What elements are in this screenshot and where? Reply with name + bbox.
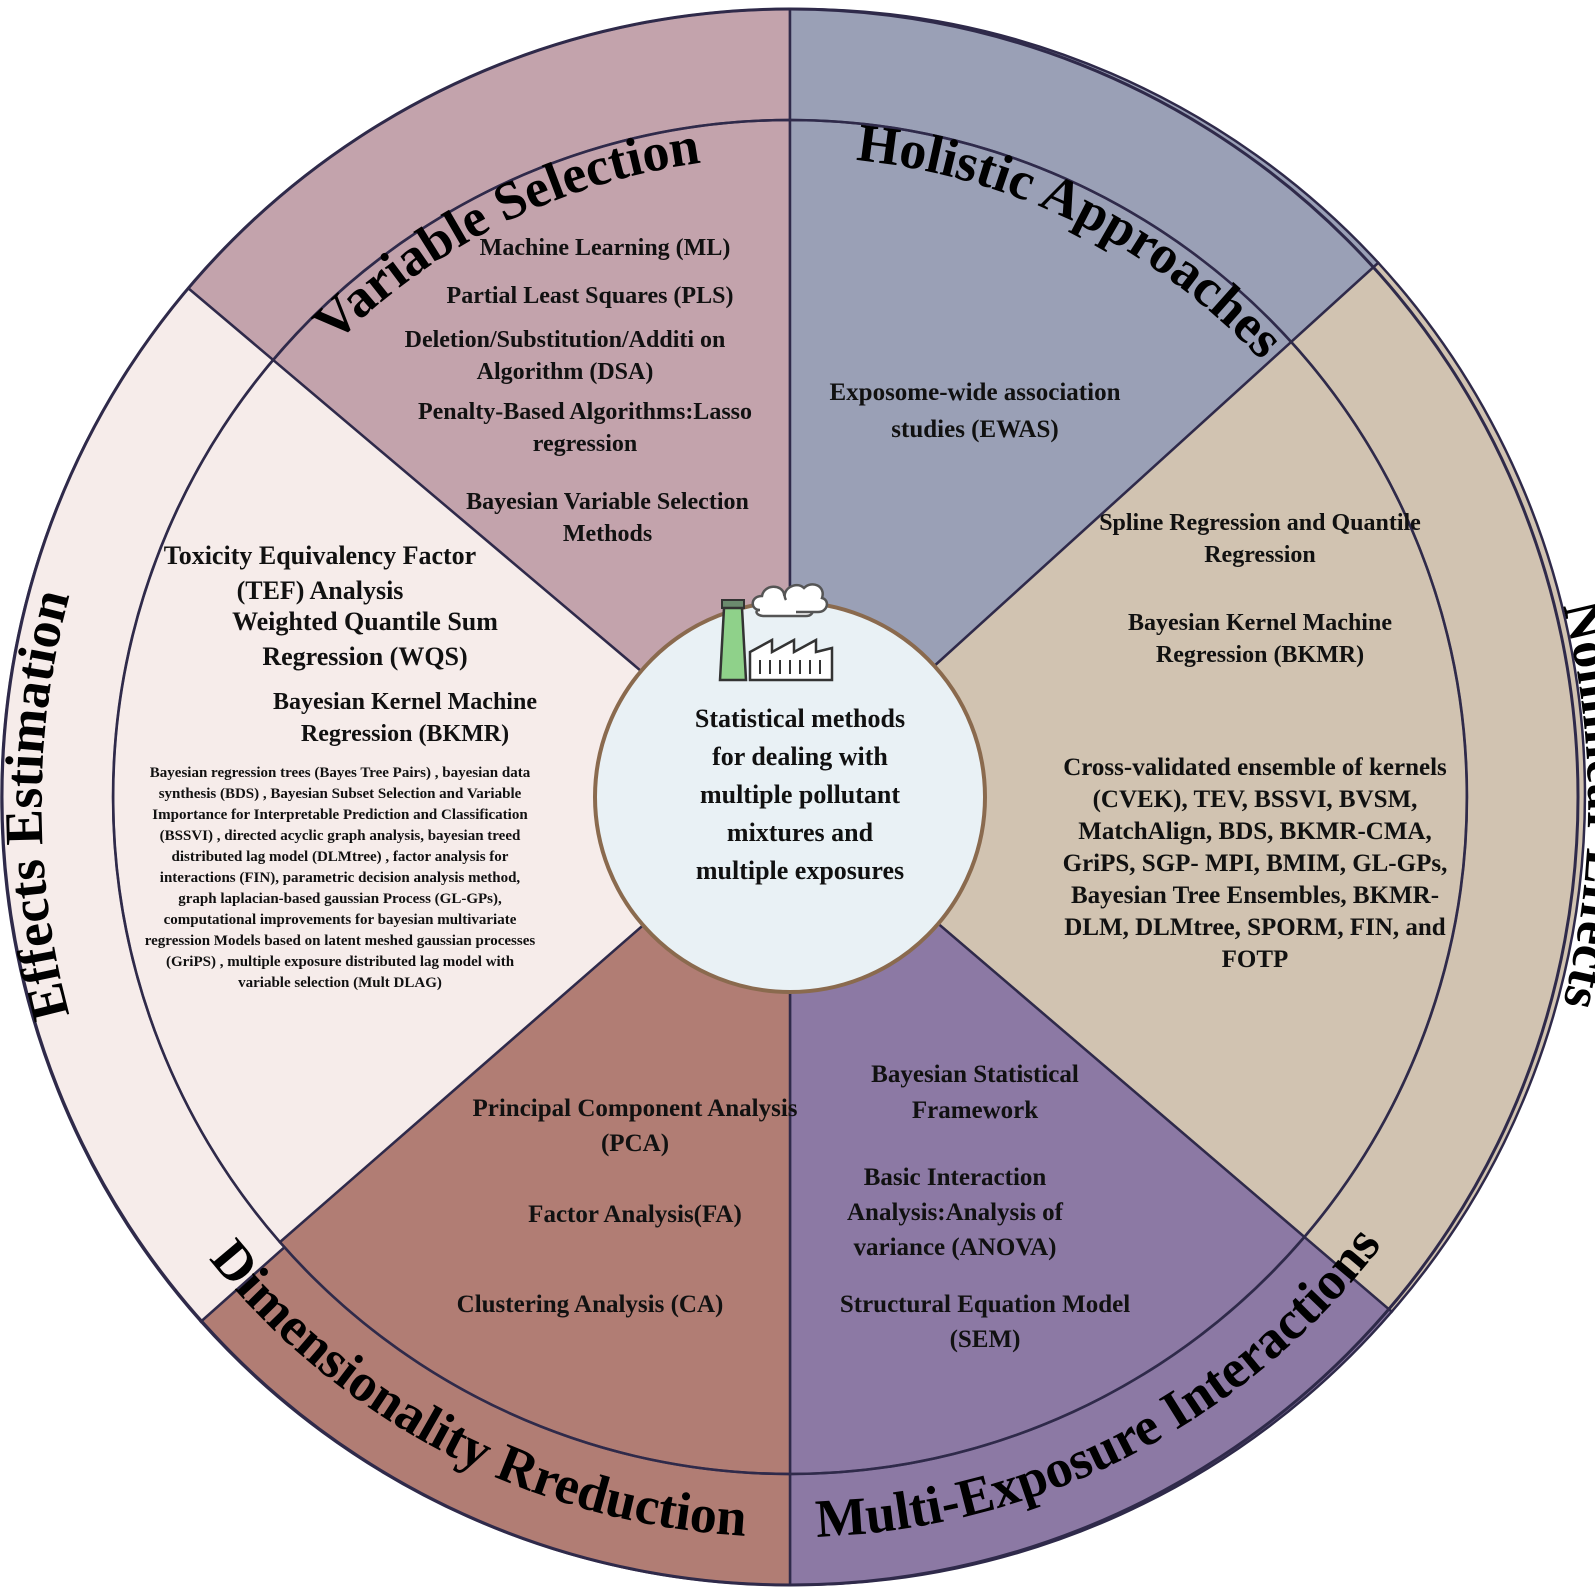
ee-item-bkmr: Bayesian Kernel Machine Regression (BKMR… xyxy=(273,689,537,747)
vs-item-penalty: Penalty-Based Algorithms:Lasso regressio… xyxy=(417,399,752,457)
ee-item-tef: Toxicity Equivalency Factor (TEF) Analys… xyxy=(163,541,477,605)
vs-item-bayesian-vs: Bayesian Variable Selection Methods xyxy=(466,489,749,547)
me-item-sem: Structural Equation Model (SEM) xyxy=(839,1291,1131,1353)
ne-item-bkmr: Bayesian Kernel Machine Regression (BKMR… xyxy=(1128,610,1392,668)
vs-item-pls: Partial Least Squares (PLS) xyxy=(446,283,734,309)
center-title: Statistical methods for dealing with mul… xyxy=(694,704,906,885)
dr-item-pca: Principal Component Analysis (PCA) xyxy=(472,1095,798,1157)
ne-item-spline: Spline Regression and Quantile Regressio… xyxy=(1099,510,1421,568)
ee-item-other-methods: Bayesian regression trees (Bayes Tree Pa… xyxy=(144,765,536,991)
inner-ring-border xyxy=(111,118,1469,1476)
me-item-bayesian-framework: Bayesian Statistical Framework xyxy=(871,1061,1079,1124)
me-item-anova: Basic Interaction Analysis:Analysis of v… xyxy=(846,1164,1063,1261)
dr-item-ca: Clustering Analysis (CA) xyxy=(456,1291,724,1318)
ne-item-ensemble: Cross-validated ensemble of kernels (CVE… xyxy=(1062,754,1448,973)
dr-item-fa: Factor Analysis(FA) xyxy=(528,1201,742,1228)
ee-item-wqs: Weighted Quantile Sum Regression (WQS) xyxy=(232,607,498,671)
vs-item-dsa: Deletion/Substitution/Additi on Algorith… xyxy=(404,327,726,385)
factory-icon xyxy=(718,583,834,682)
ha-item-ewas: Exposome-wide association studies (EWAS) xyxy=(829,379,1121,443)
outer-ring-border xyxy=(0,7,1580,1587)
vs-item-ml: Machine Learning (ML) xyxy=(479,235,731,261)
